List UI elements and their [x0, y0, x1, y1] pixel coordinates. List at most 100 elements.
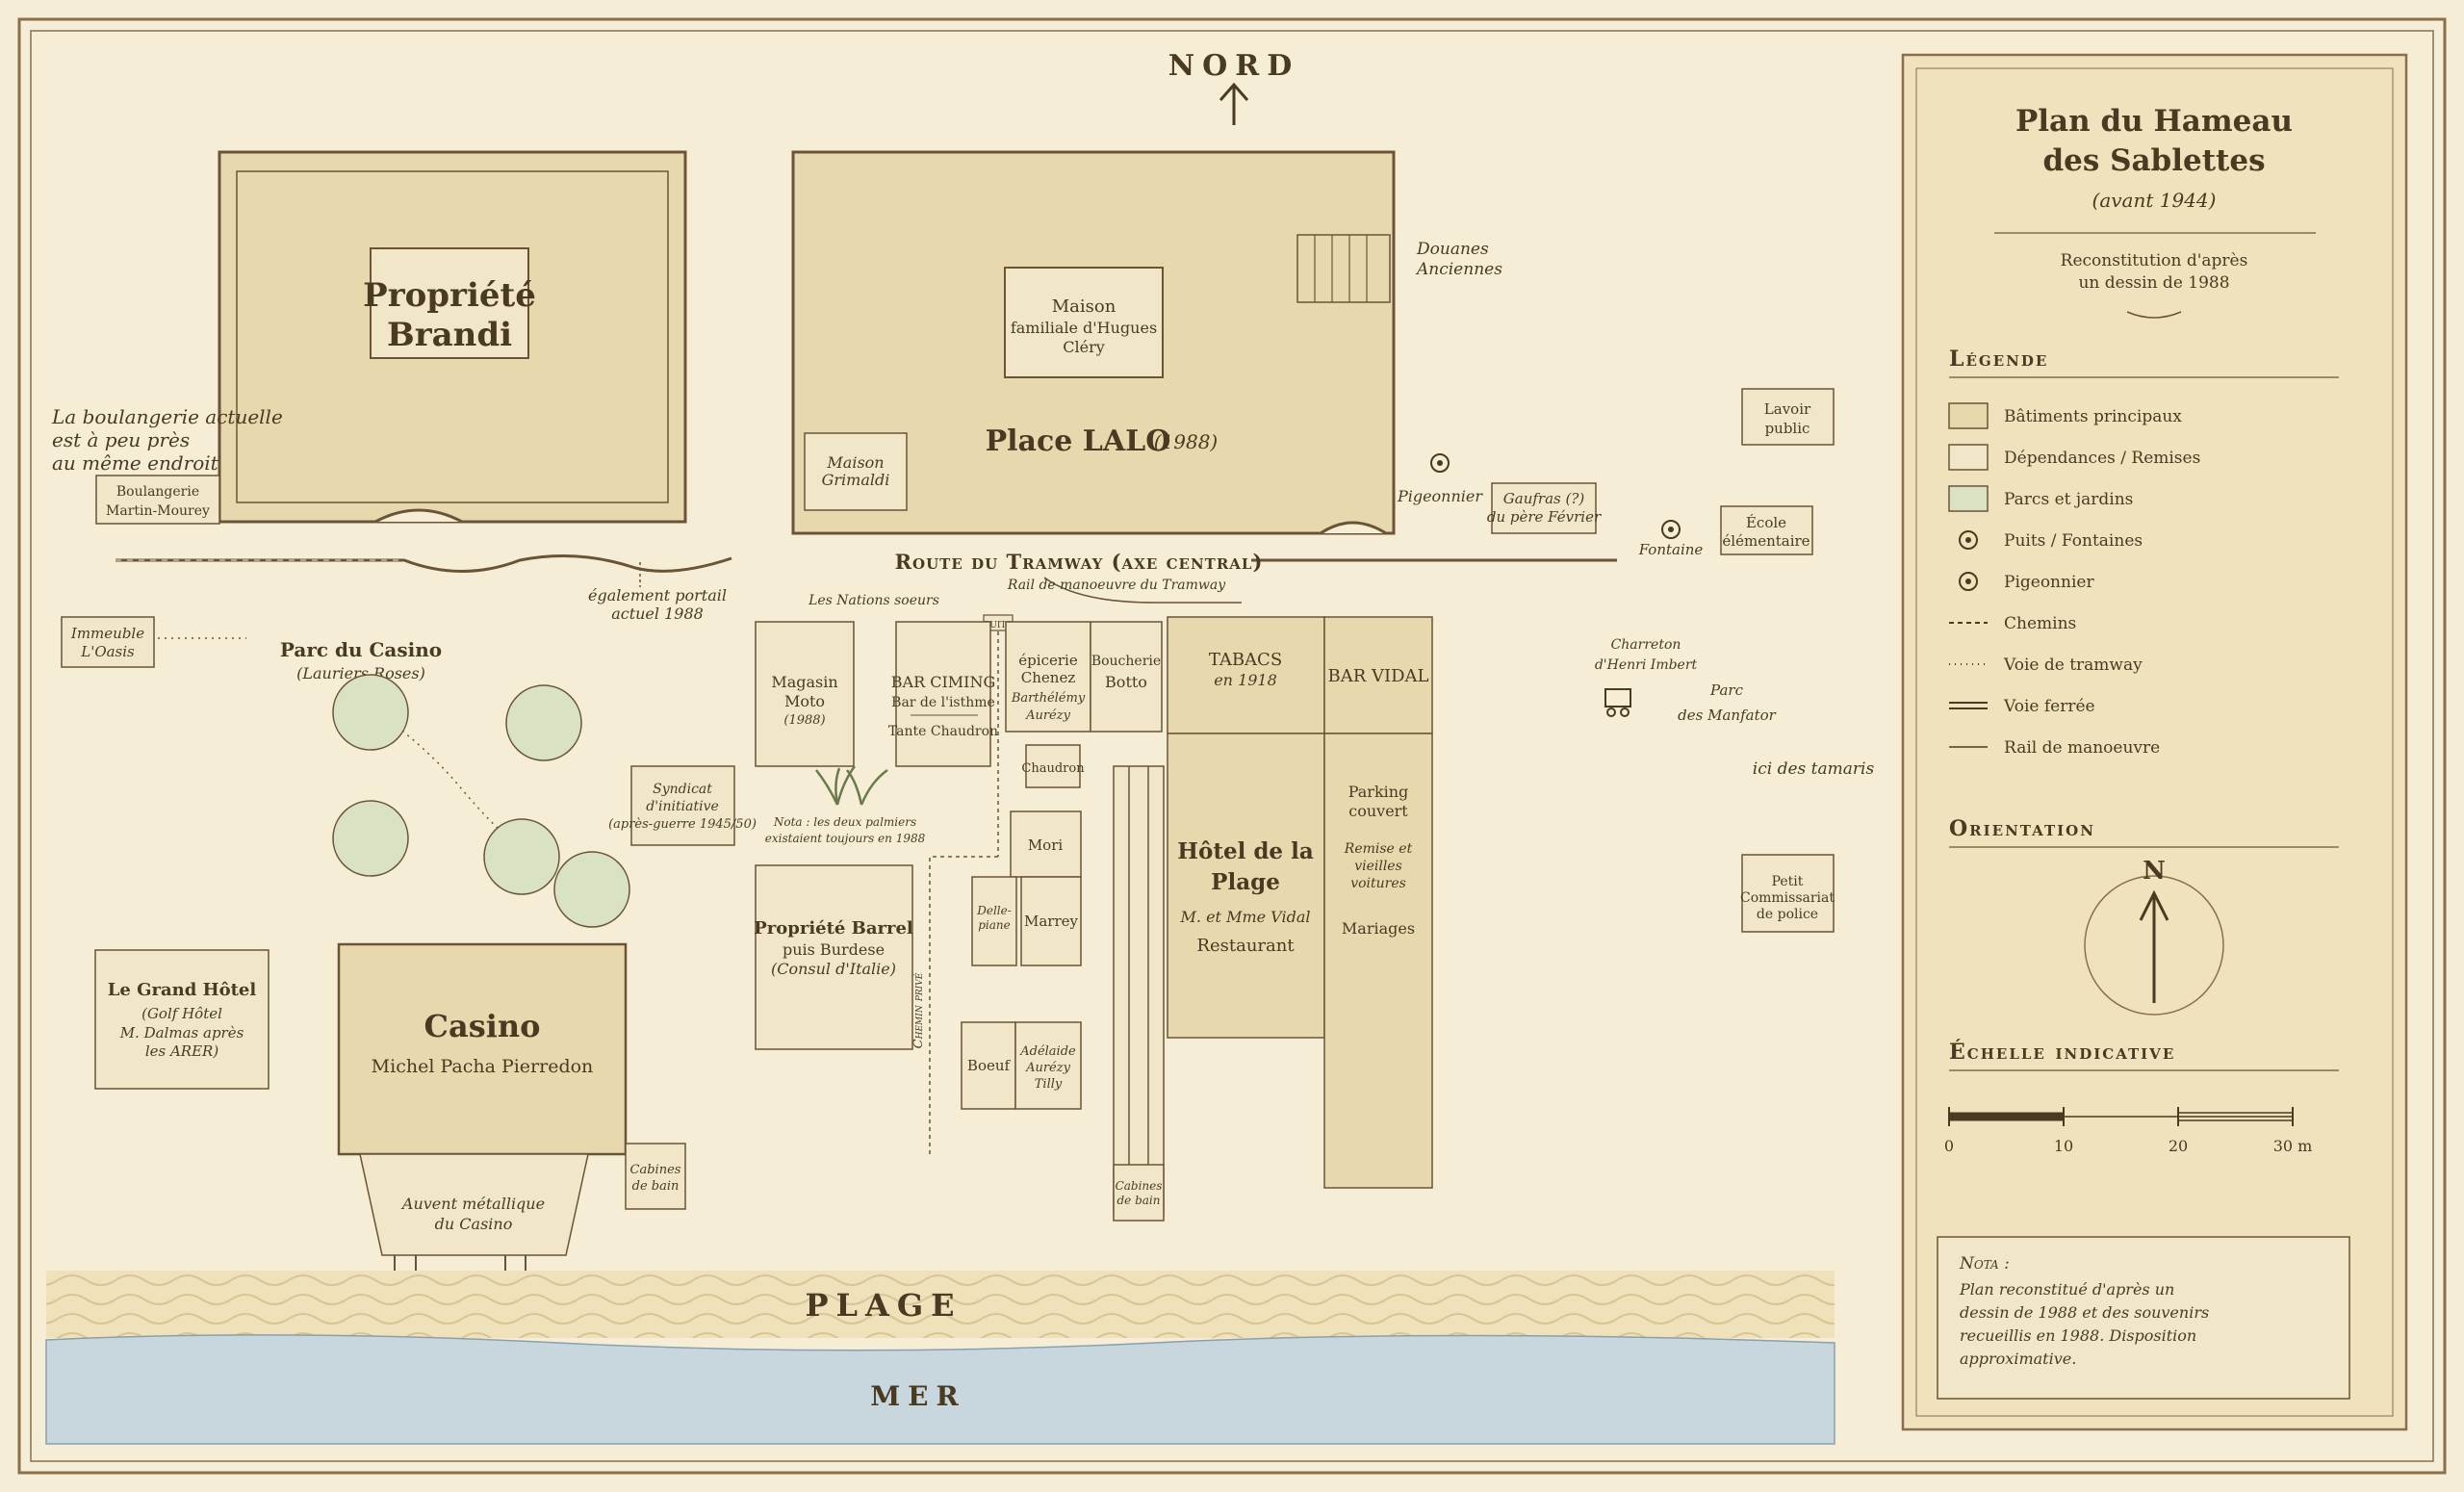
boulangerie-name-2: Martin-Mourey	[106, 503, 210, 519]
brandi-label-box	[370, 247, 529, 359]
brandi-inner	[236, 170, 669, 503]
place-lalo-label: Place LALO	[986, 424, 1171, 458]
bar-vidal: BAR VIDAL	[1328, 666, 1429, 686]
cabines2-1: Cabines	[1116, 1179, 1163, 1193]
douanes-hatch	[1314, 235, 1368, 302]
mer-label: MER	[870, 1380, 966, 1412]
legend-item: Dépendances / Remises	[1948, 444, 2200, 471]
legend-label: Voie ferrée	[2003, 697, 2095, 716]
place-lalo-year: (1988)	[1154, 430, 1219, 453]
parc-casino-label: Parc du Casino	[280, 638, 442, 661]
cabines2-2: de bain	[1117, 1194, 1161, 1207]
boeuf-label: Boeuf	[967, 1057, 1012, 1074]
brandi-gate	[374, 508, 463, 524]
magasin-moto-box	[755, 621, 855, 767]
legend-label: Puits / Fontaines	[2004, 531, 2143, 551]
barrel-2: puis Burdese	[783, 940, 885, 959]
scale-tick-30: 30 m	[2273, 1137, 2313, 1155]
casino-2: Michel Pacha Pierredon	[372, 1056, 594, 1077]
fontaine-label: Fontaine	[1638, 541, 1704, 558]
barrel-box	[755, 864, 913, 1050]
manfator-2: des Manfator	[1678, 707, 1776, 724]
tabacs-1: TABACS	[1209, 650, 1282, 670]
palm-icon	[815, 765, 888, 806]
tabacs-box	[1167, 616, 1325, 734]
maison-clery-1: Maison	[1052, 296, 1116, 317]
tamaris-label: ici des tamaris	[1753, 759, 1875, 779]
legend-label: Pigeonnier	[2004, 573, 2094, 592]
boeuf-box	[961, 1021, 1016, 1110]
orientation-heading: Orientation	[1949, 816, 2095, 841]
hotel-plage-box	[1167, 733, 1325, 1039]
legend-swatch	[1948, 402, 1989, 429]
barrel-1: Propriété Barrel	[754, 918, 913, 939]
delle-piane-box	[971, 876, 1017, 966]
scale-heading: Échelle indicative	[1949, 1039, 2175, 1065]
commissariat-1: Petit	[1772, 874, 1804, 889]
boulangerie-box	[95, 475, 220, 525]
portail-2: actuel 1988	[611, 605, 704, 623]
lavoir-1: Lavoir	[1764, 400, 1811, 418]
casino-1: Casino	[424, 1008, 541, 1044]
legend-label: Bâtiments principaux	[2004, 407, 2182, 426]
grimaldi-box	[804, 432, 908, 511]
double-line-icon	[1949, 702, 1988, 709]
plage-waves	[46, 1271, 1835, 1338]
moto-2: Moto	[784, 692, 825, 710]
nota-line-3: recueillis en 1988. Disposition	[1960, 1326, 2196, 1345]
palm-note-1: Nota : les deux palmiers	[773, 815, 916, 829]
lalo-gate	[1320, 521, 1387, 535]
douanes-box	[1296, 234, 1391, 303]
epicerie-4: Aurézy	[1025, 708, 1071, 723]
parking-5: voitures	[1350, 876, 1406, 891]
syndicat-box	[630, 765, 735, 846]
parking-4: vieilles	[1354, 859, 1402, 874]
mer-band	[45, 1334, 1835, 1445]
rail-tracks	[1113, 765, 1165, 1216]
ciming-1: BAR CIMING	[891, 673, 996, 691]
barrel-3: (Consul d'Italie)	[771, 960, 896, 978]
hotel-plage-2: Plage	[1211, 869, 1280, 895]
compass-n: N	[2143, 857, 2166, 886]
legend-item: Voie ferrée	[1949, 697, 2095, 716]
boucherie-2: Botto	[1105, 673, 1147, 691]
ciming-2: Bar de l'isthme	[891, 695, 995, 710]
rail-manoeuvre-label: Rail de manoeuvre du Tramway	[1007, 578, 1226, 593]
scale-tick-0: 0	[1944, 1137, 1954, 1155]
legend-item: Bâtiments principaux	[1948, 402, 2182, 429]
outer-frame	[17, 17, 2447, 1475]
gaufras-2: du père Février	[1487, 508, 1602, 526]
grand-hotel-3: M. Dalmas après	[119, 1024, 244, 1042]
lavoir-box	[1741, 388, 1835, 446]
nota-line-2: dessin de 1988 et des souvenirs	[1960, 1303, 2209, 1322]
moto-1: Magasin	[771, 673, 837, 691]
grand-hotel-box	[94, 949, 270, 1090]
lauriers-label: (Lauriers Roses)	[296, 664, 425, 682]
legend-label: Dépendances / Remises	[2004, 449, 2200, 468]
boulangerie-note-1: La boulangerie actuelle	[51, 405, 283, 428]
palm-note-2: existaient toujours en 1988	[765, 832, 926, 845]
auvent-posts	[394, 1255, 526, 1271]
marrey-box	[1020, 876, 1082, 966]
parking-3: Remise et	[1344, 841, 1413, 857]
legend-heading: Légende	[1949, 347, 2048, 372]
cabines1-box	[625, 1143, 686, 1210]
nota-line-1: Plan reconstitué d'après un	[1959, 1280, 2174, 1299]
delle-piane-2: piane	[978, 918, 1011, 932]
pigeonnier-icon	[1959, 572, 1978, 591]
charreton-2: d'Henri Imbert	[1595, 657, 1698, 673]
pigeonnier-icon	[1430, 453, 1450, 473]
commissariat-box	[1741, 854, 1835, 933]
legend-label: Rail de manoeuvre	[2004, 738, 2160, 758]
boulangerie-note-3: au même endroit	[52, 451, 219, 475]
scale-tick-10: 10	[2054, 1137, 2073, 1155]
parking-6: Mariages	[1342, 919, 1415, 938]
legend-label: Voie de tramway	[2003, 656, 2143, 675]
grand-hotel-4: les ARER)	[145, 1042, 219, 1060]
brandi-label: Propriété	[363, 276, 536, 315]
inner-frame	[30, 30, 2434, 1462]
north-arrow-icon	[1219, 82, 1249, 125]
voie-ferree-west	[116, 554, 732, 573]
